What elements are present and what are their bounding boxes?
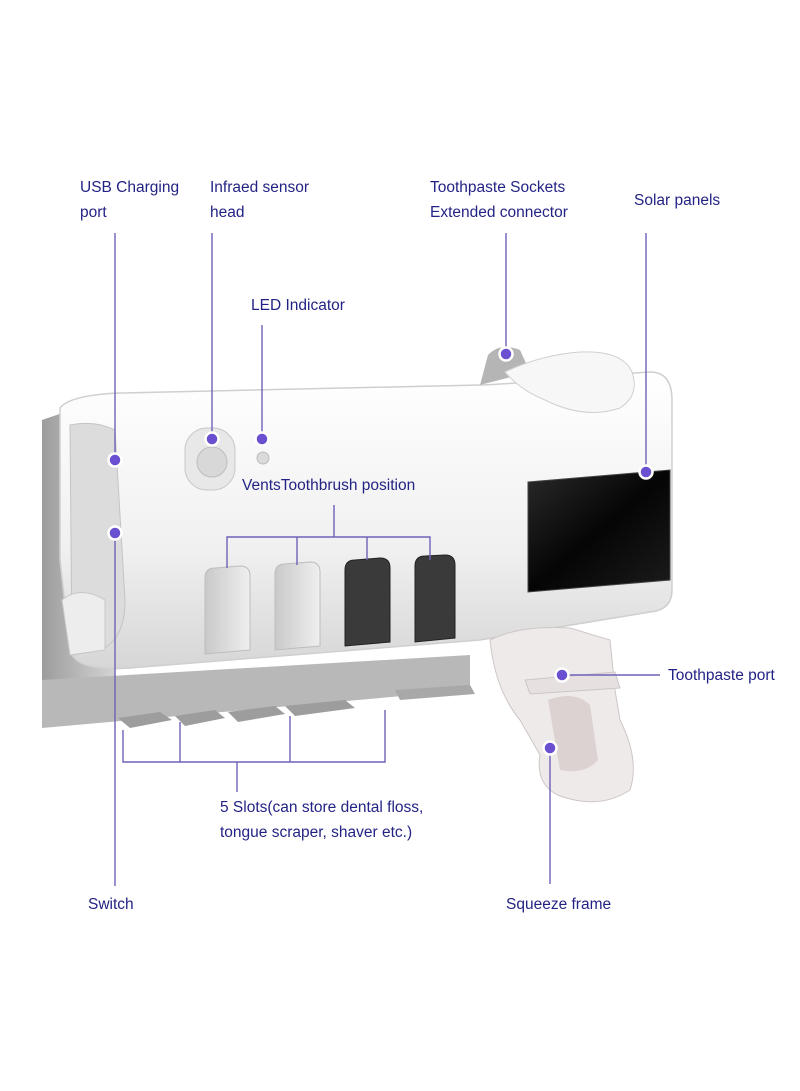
label-infrared-line1: Infraed sensor: [210, 179, 310, 196]
bottom-slots: [118, 685, 475, 728]
marker-dot-sensor: [204, 431, 220, 447]
label-usb-line1: USB Charging: [80, 179, 180, 196]
label-switch-text: Switch: [88, 896, 134, 913]
label-slots-line1: 5 Slots(can store dental floss,: [220, 799, 424, 816]
label-slots-line2: tongue scraper, shaver etc.): [220, 824, 413, 841]
label-vents-toothbrush: VentsToothbrush position: [242, 473, 415, 498]
label-usb-line2: port: [80, 204, 107, 221]
label-led-text: LED Indicator: [251, 297, 345, 314]
label-solar-text: Solar panels: [634, 192, 721, 209]
marker-dot-switch: [107, 525, 123, 541]
marker-dot-led: [254, 431, 270, 447]
solar-panel-shape: [527, 469, 671, 593]
label-port-text: Toothpaste port: [668, 667, 775, 684]
label-switch: Switch: [88, 892, 134, 917]
marker-dot-usb: [107, 452, 123, 468]
sensor-area: [184, 427, 270, 491]
label-infrared-sensor: Infraed sensor head: [210, 175, 309, 225]
label-squeeze-frame: Squeeze frame: [506, 892, 611, 917]
bracket-lines: [122, 505, 431, 792]
label-sockets-line1: Toothpaste Sockets: [430, 179, 566, 196]
leader-lines: [114, 233, 660, 886]
label-sockets-line2: Extended connector: [430, 204, 568, 221]
marker-dot-socket: [498, 346, 514, 362]
label-led-indicator: LED Indicator: [251, 293, 345, 318]
label-vents-text: VentsToothbrush position: [242, 477, 416, 494]
label-toothpaste-port: Toothpaste port: [668, 663, 775, 688]
marker-dot-solar: [638, 464, 654, 480]
label-slots: 5 Slots(can store dental floss, tongue s…: [220, 795, 423, 845]
toothpaste-socket: [480, 346, 635, 413]
label-usb-charging-port: USB Charging port: [80, 175, 179, 225]
marker-dot-squeeze: [542, 740, 558, 756]
toothbrush-holders: [204, 554, 456, 655]
label-squeeze-text: Squeeze frame: [506, 896, 612, 913]
squeeze-handle: [489, 627, 634, 803]
marker-dot-port: [554, 667, 570, 683]
marker-dots: [107, 346, 654, 756]
label-infrared-line2: head: [210, 204, 245, 221]
label-solar-panels: Solar panels: [634, 188, 720, 213]
label-toothpaste-sockets: Toothpaste Sockets Extended connector: [430, 175, 568, 225]
